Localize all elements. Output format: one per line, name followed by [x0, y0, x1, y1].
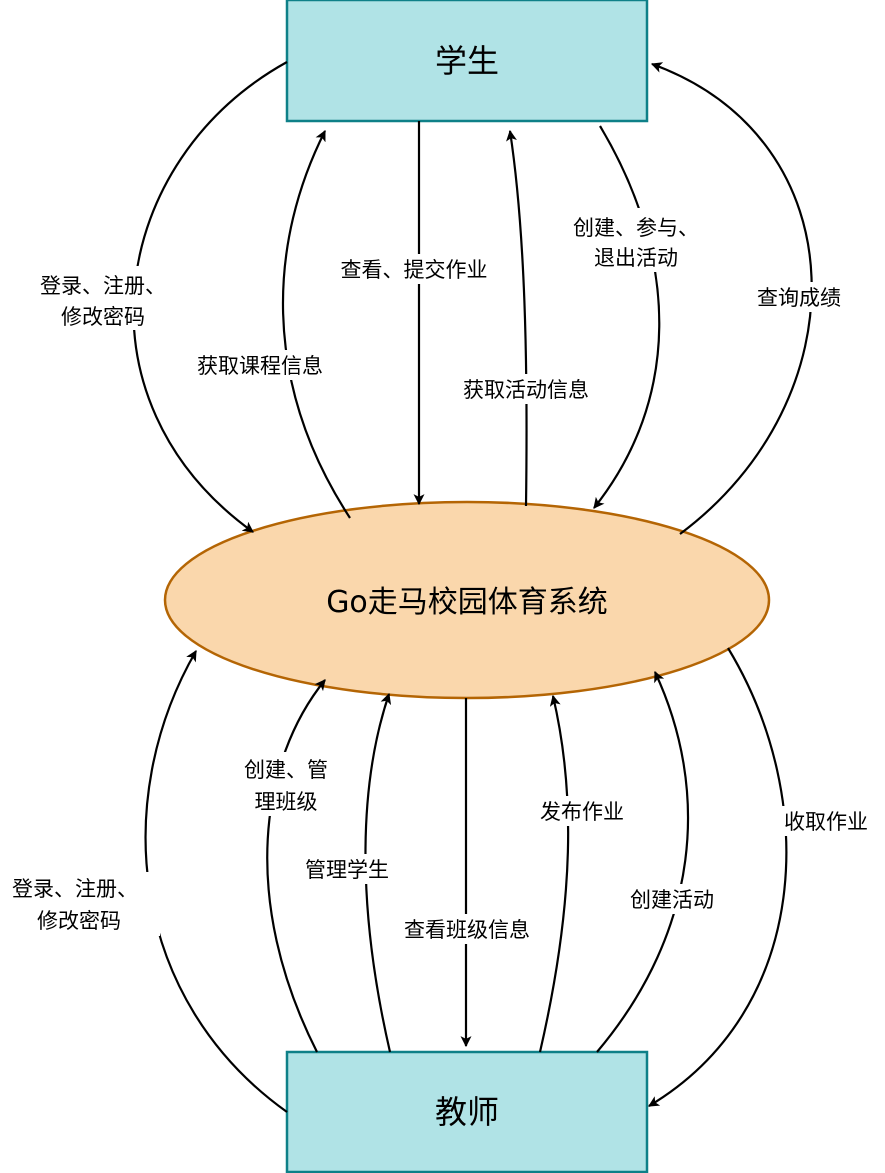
svg-text:修改密码: 修改密码 — [37, 909, 121, 933]
svg-text:退出活动: 退出活动 — [594, 246, 678, 270]
label-student-login: 登录、注册、 修改密码 — [22, 266, 184, 330]
edge-get-activity-info — [506, 129, 528, 507]
teacher-node[interactable]: 教师 — [285, 1050, 649, 1173]
label-create-join-quit-activity: 创建、参与、 退出活动 — [558, 208, 714, 272]
label-view-submit-homework: 查看、提交作业 — [316, 254, 512, 284]
svg-text:查询成绩: 查询成绩 — [757, 286, 841, 310]
teacher-node-label: 教师 — [435, 1093, 499, 1131]
svg-text:获取课程信息: 获取课程信息 — [197, 354, 323, 378]
svg-text:理班级: 理班级 — [255, 790, 318, 814]
edge-create-activity — [596, 671, 690, 1053]
edge-create-manage-class — [266, 679, 326, 1053]
svg-text:发布作业: 发布作业 — [540, 800, 624, 824]
label-publish-homework: 发布作业 — [524, 796, 640, 826]
label-get-activity-info: 获取活动信息 — [442, 374, 610, 404]
label-teacher-login: 登录、注册、 修改密码 — [0, 872, 160, 936]
edge-create-join-quit-activity — [593, 125, 661, 509]
system-node-label: Go走马校园体育系统 — [326, 585, 608, 620]
svg-text:管理学生: 管理学生 — [305, 858, 389, 882]
svg-text:登录、注册、: 登录、注册、 — [40, 274, 166, 298]
system-node[interactable]: Go走马校园体育系统 — [163, 500, 771, 700]
label-collect-homework: 收取作业 — [768, 806, 884, 836]
edge-collect-homework — [648, 647, 788, 1107]
edge-teacher-login — [144, 650, 288, 1113]
edge-manage-students — [364, 692, 392, 1053]
label-create-manage-class: 创建、管 理班级 — [228, 752, 344, 816]
label-manage-students: 管理学生 — [290, 854, 404, 884]
svg-text:收取作业: 收取作业 — [784, 810, 868, 834]
svg-text:创建、管: 创建、管 — [244, 758, 328, 782]
svg-text:创建、参与、: 创建、参与、 — [573, 216, 699, 240]
student-node-label: 学生 — [435, 42, 499, 80]
svg-text:登录、注册、: 登录、注册、 — [12, 877, 138, 901]
edge-publish-homework — [538, 694, 570, 1053]
svg-text:获取活动信息: 获取活动信息 — [463, 378, 589, 402]
label-query-grades: 查询成绩 — [742, 282, 856, 312]
svg-text:查看班级信息: 查看班级信息 — [404, 918, 530, 942]
edge-get-course-info — [281, 130, 351, 519]
label-get-course-info: 获取课程信息 — [176, 350, 344, 380]
svg-text:查看、提交作业: 查看、提交作业 — [341, 258, 488, 282]
student-node[interactable]: 学生 — [285, 0, 649, 123]
label-create-activity: 创建活动 — [614, 884, 730, 914]
svg-text:修改密码: 修改密码 — [61, 305, 145, 329]
label-view-class-info: 查看班级信息 — [382, 914, 552, 944]
edge-query-grades — [650, 62, 813, 535]
svg-text:创建活动: 创建活动 — [630, 888, 714, 912]
